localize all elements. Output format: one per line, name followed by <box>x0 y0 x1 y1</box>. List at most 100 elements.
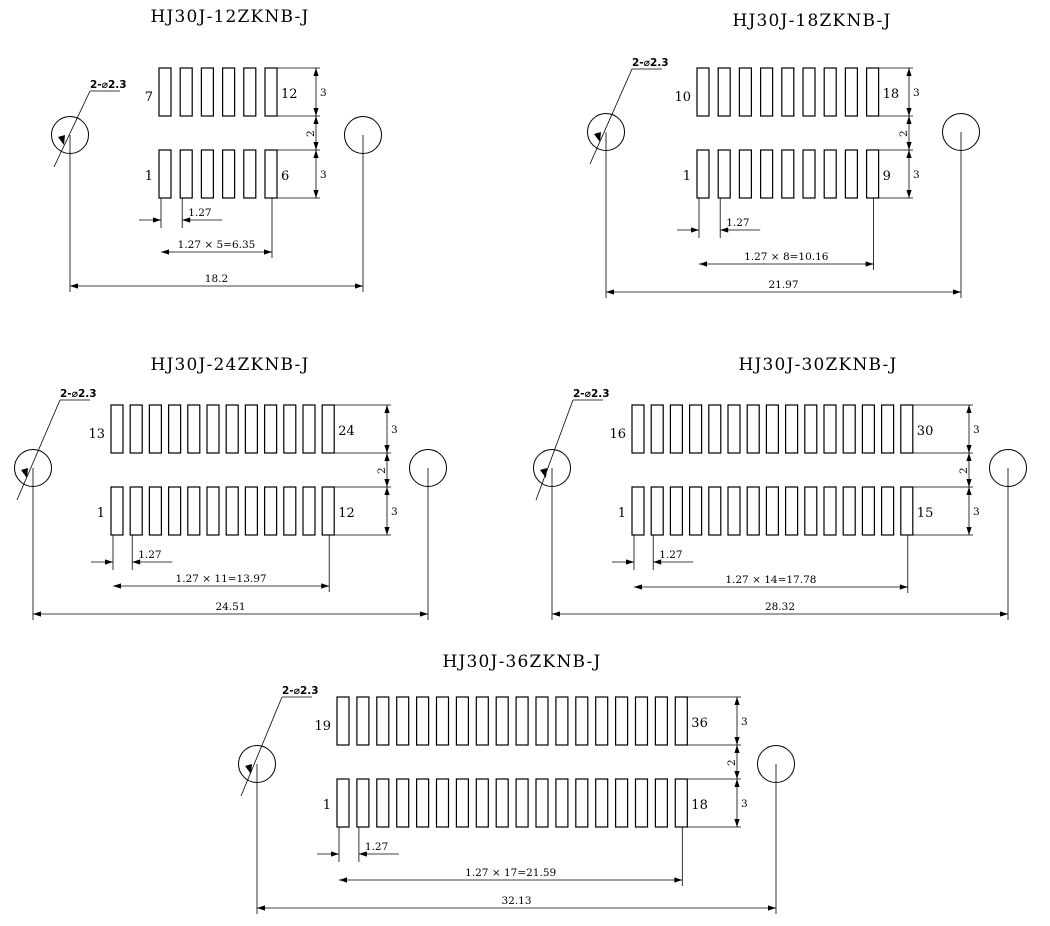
contact-pin <box>129 486 143 536</box>
contact-pin <box>396 778 410 828</box>
contact-pin <box>823 149 837 199</box>
dimension-arrowhead <box>33 611 41 617</box>
contact-pin <box>842 486 856 536</box>
contact-pin <box>455 696 469 746</box>
contact-pin <box>674 696 688 746</box>
dimension-arrowhead <box>384 479 390 487</box>
dimension-arrowhead <box>699 261 707 267</box>
diameter-leader <box>535 399 574 501</box>
pin-number-label: 6 <box>281 169 289 184</box>
contact-pin <box>187 486 201 536</box>
overall-dimension: 32.13 <box>501 895 531 907</box>
contact-pin <box>654 696 669 746</box>
row-height-dimension: 3 <box>391 506 398 518</box>
contact-pin <box>669 404 684 454</box>
overall-dimension: 24.51 <box>215 601 245 613</box>
contact-pin <box>708 404 722 454</box>
contact-pin <box>861 404 876 454</box>
row-height-dimension: 3 <box>741 798 748 810</box>
pin-number-label: 1 <box>323 798 331 813</box>
contact-pin <box>765 404 780 454</box>
contact-pin <box>708 486 722 536</box>
dimension-arrowhead <box>734 697 740 705</box>
pitch-dimension: 1.27 <box>365 841 388 853</box>
pin-number-label: 1 <box>618 506 626 521</box>
contact-pin <box>595 778 609 828</box>
contact-pin <box>200 67 214 117</box>
dimension-arrowhead <box>899 584 908 590</box>
pin-span-dimension: 1.27 × 11=13.97 <box>176 573 267 585</box>
contact-pin <box>148 486 162 536</box>
contact-pin <box>321 404 335 454</box>
row-height-dimension: 3 <box>913 87 920 99</box>
dimension-arrowhead <box>906 116 912 124</box>
contact-pin <box>396 696 410 746</box>
diameter-leader <box>53 90 91 168</box>
dimension-arrowhead <box>865 261 874 267</box>
contact-pin <box>555 778 569 828</box>
overall-dimension: 28.32 <box>765 601 795 613</box>
contact-pin <box>179 67 193 117</box>
contact-pin <box>784 404 799 454</box>
diameter-leader <box>16 399 61 501</box>
contact-pin <box>575 778 589 828</box>
contact-pin <box>669 486 684 536</box>
dimension-arrowhead <box>906 108 912 116</box>
pitch-dimension: 1.27 <box>138 549 161 561</box>
contact-pin <box>455 778 469 828</box>
dimension-arrowhead <box>384 405 390 413</box>
dimension-arrowhead <box>331 851 339 857</box>
dimension-arrowhead <box>313 116 319 124</box>
pin-number-label: 10 <box>674 90 691 105</box>
contact-pin <box>168 486 182 536</box>
row-gap-dimension: 2 <box>898 130 910 137</box>
contact-pin <box>376 696 390 746</box>
pin-number-label: 36 <box>691 716 708 731</box>
dimension-arrowhead <box>105 559 113 565</box>
row-height-dimension: 3 <box>320 87 327 99</box>
dimension-arrowhead <box>734 771 740 779</box>
dimension-arrowhead <box>313 108 319 116</box>
dimension-arrowhead <box>58 135 65 145</box>
row-height-dimension: 3 <box>973 424 980 436</box>
contact-pin <box>356 778 370 828</box>
contact-pin <box>435 778 450 828</box>
contact-pin <box>865 149 880 199</box>
dimension-arrowhead <box>734 745 740 753</box>
dimension-arrowhead <box>966 405 972 413</box>
dimension-arrowhead <box>720 227 729 233</box>
contact-pin <box>356 696 370 746</box>
pin-number-label: 12 <box>281 87 298 102</box>
contact-pin <box>416 696 430 746</box>
row-height-dimension: 3 <box>913 169 920 181</box>
row-gap-dimension: 2 <box>726 759 738 766</box>
dimension-arrowhead <box>966 479 972 487</box>
contact-pin <box>880 404 895 454</box>
dimension-arrowhead <box>906 190 912 198</box>
contact-pin <box>650 404 664 454</box>
row-height-dimension: 3 <box>320 169 327 181</box>
contact-pin <box>475 778 489 828</box>
contact-pin <box>804 486 818 536</box>
contact-pin <box>129 404 143 454</box>
contact-pin <box>110 486 124 536</box>
dimension-arrowhead <box>734 779 740 787</box>
contact-pin <box>842 404 856 454</box>
contact-pin <box>225 404 239 454</box>
dimension-arrowhead <box>691 227 699 233</box>
contact-pin <box>738 67 753 117</box>
pin-span-dimension: 1.27 × 14=17.78 <box>725 574 816 586</box>
contact-pin <box>243 67 257 117</box>
dimension-arrowhead <box>966 527 972 535</box>
row-height-dimension: 3 <box>391 424 398 436</box>
contact-pin <box>535 696 549 746</box>
contact-pin <box>631 486 645 536</box>
contact-pin <box>765 486 780 536</box>
dimension-arrowhead <box>906 68 912 76</box>
contact-pin <box>738 149 753 199</box>
contact-pin <box>535 778 549 828</box>
connector-title: HJ30J-18ZKNB-J <box>732 11 891 31</box>
dimension-arrowhead <box>626 559 634 565</box>
contact-pin <box>688 486 703 536</box>
contact-pin <box>634 696 649 746</box>
